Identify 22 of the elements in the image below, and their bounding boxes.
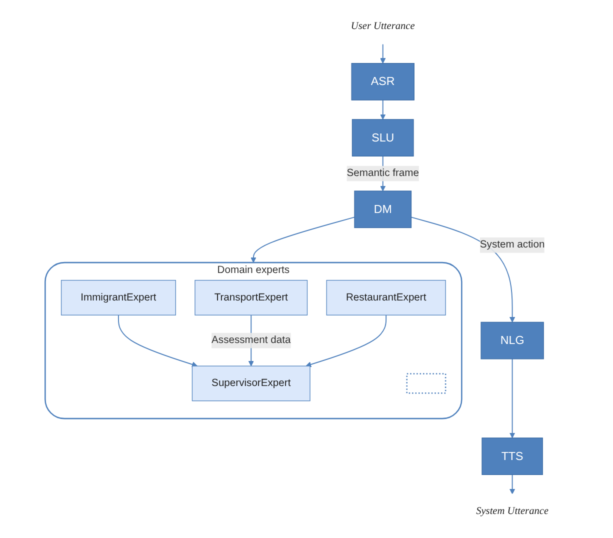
arrow	[509, 358, 516, 438]
node-box: DM	[354, 190, 412, 228]
node-box: SLU	[352, 119, 414, 156]
edge-label: System action	[480, 239, 545, 250]
node-box: ASR	[351, 63, 414, 100]
node-box: NLG	[480, 322, 544, 360]
node-box: TTS	[482, 438, 543, 475]
arrow	[250, 216, 355, 263]
arrow	[380, 44, 386, 64]
arrow	[380, 100, 386, 120]
node-box: RestaurantExpert	[326, 280, 446, 316]
arrow	[118, 314, 198, 368]
node-text: User Utterance	[350, 20, 415, 32]
arrow	[306, 314, 387, 368]
node-box: SupervisorExpert	[192, 366, 310, 402]
edge-label: Semantic frame	[346, 168, 419, 179]
edge-label: Assessment data	[212, 334, 291, 346]
node-box: ImmigrantExpert	[60, 280, 176, 316]
node-box: TransportExpert	[194, 280, 308, 316]
node-line	[406, 373, 446, 394]
arrow	[509, 474, 516, 494]
node-text: System Utterance	[476, 506, 549, 517]
